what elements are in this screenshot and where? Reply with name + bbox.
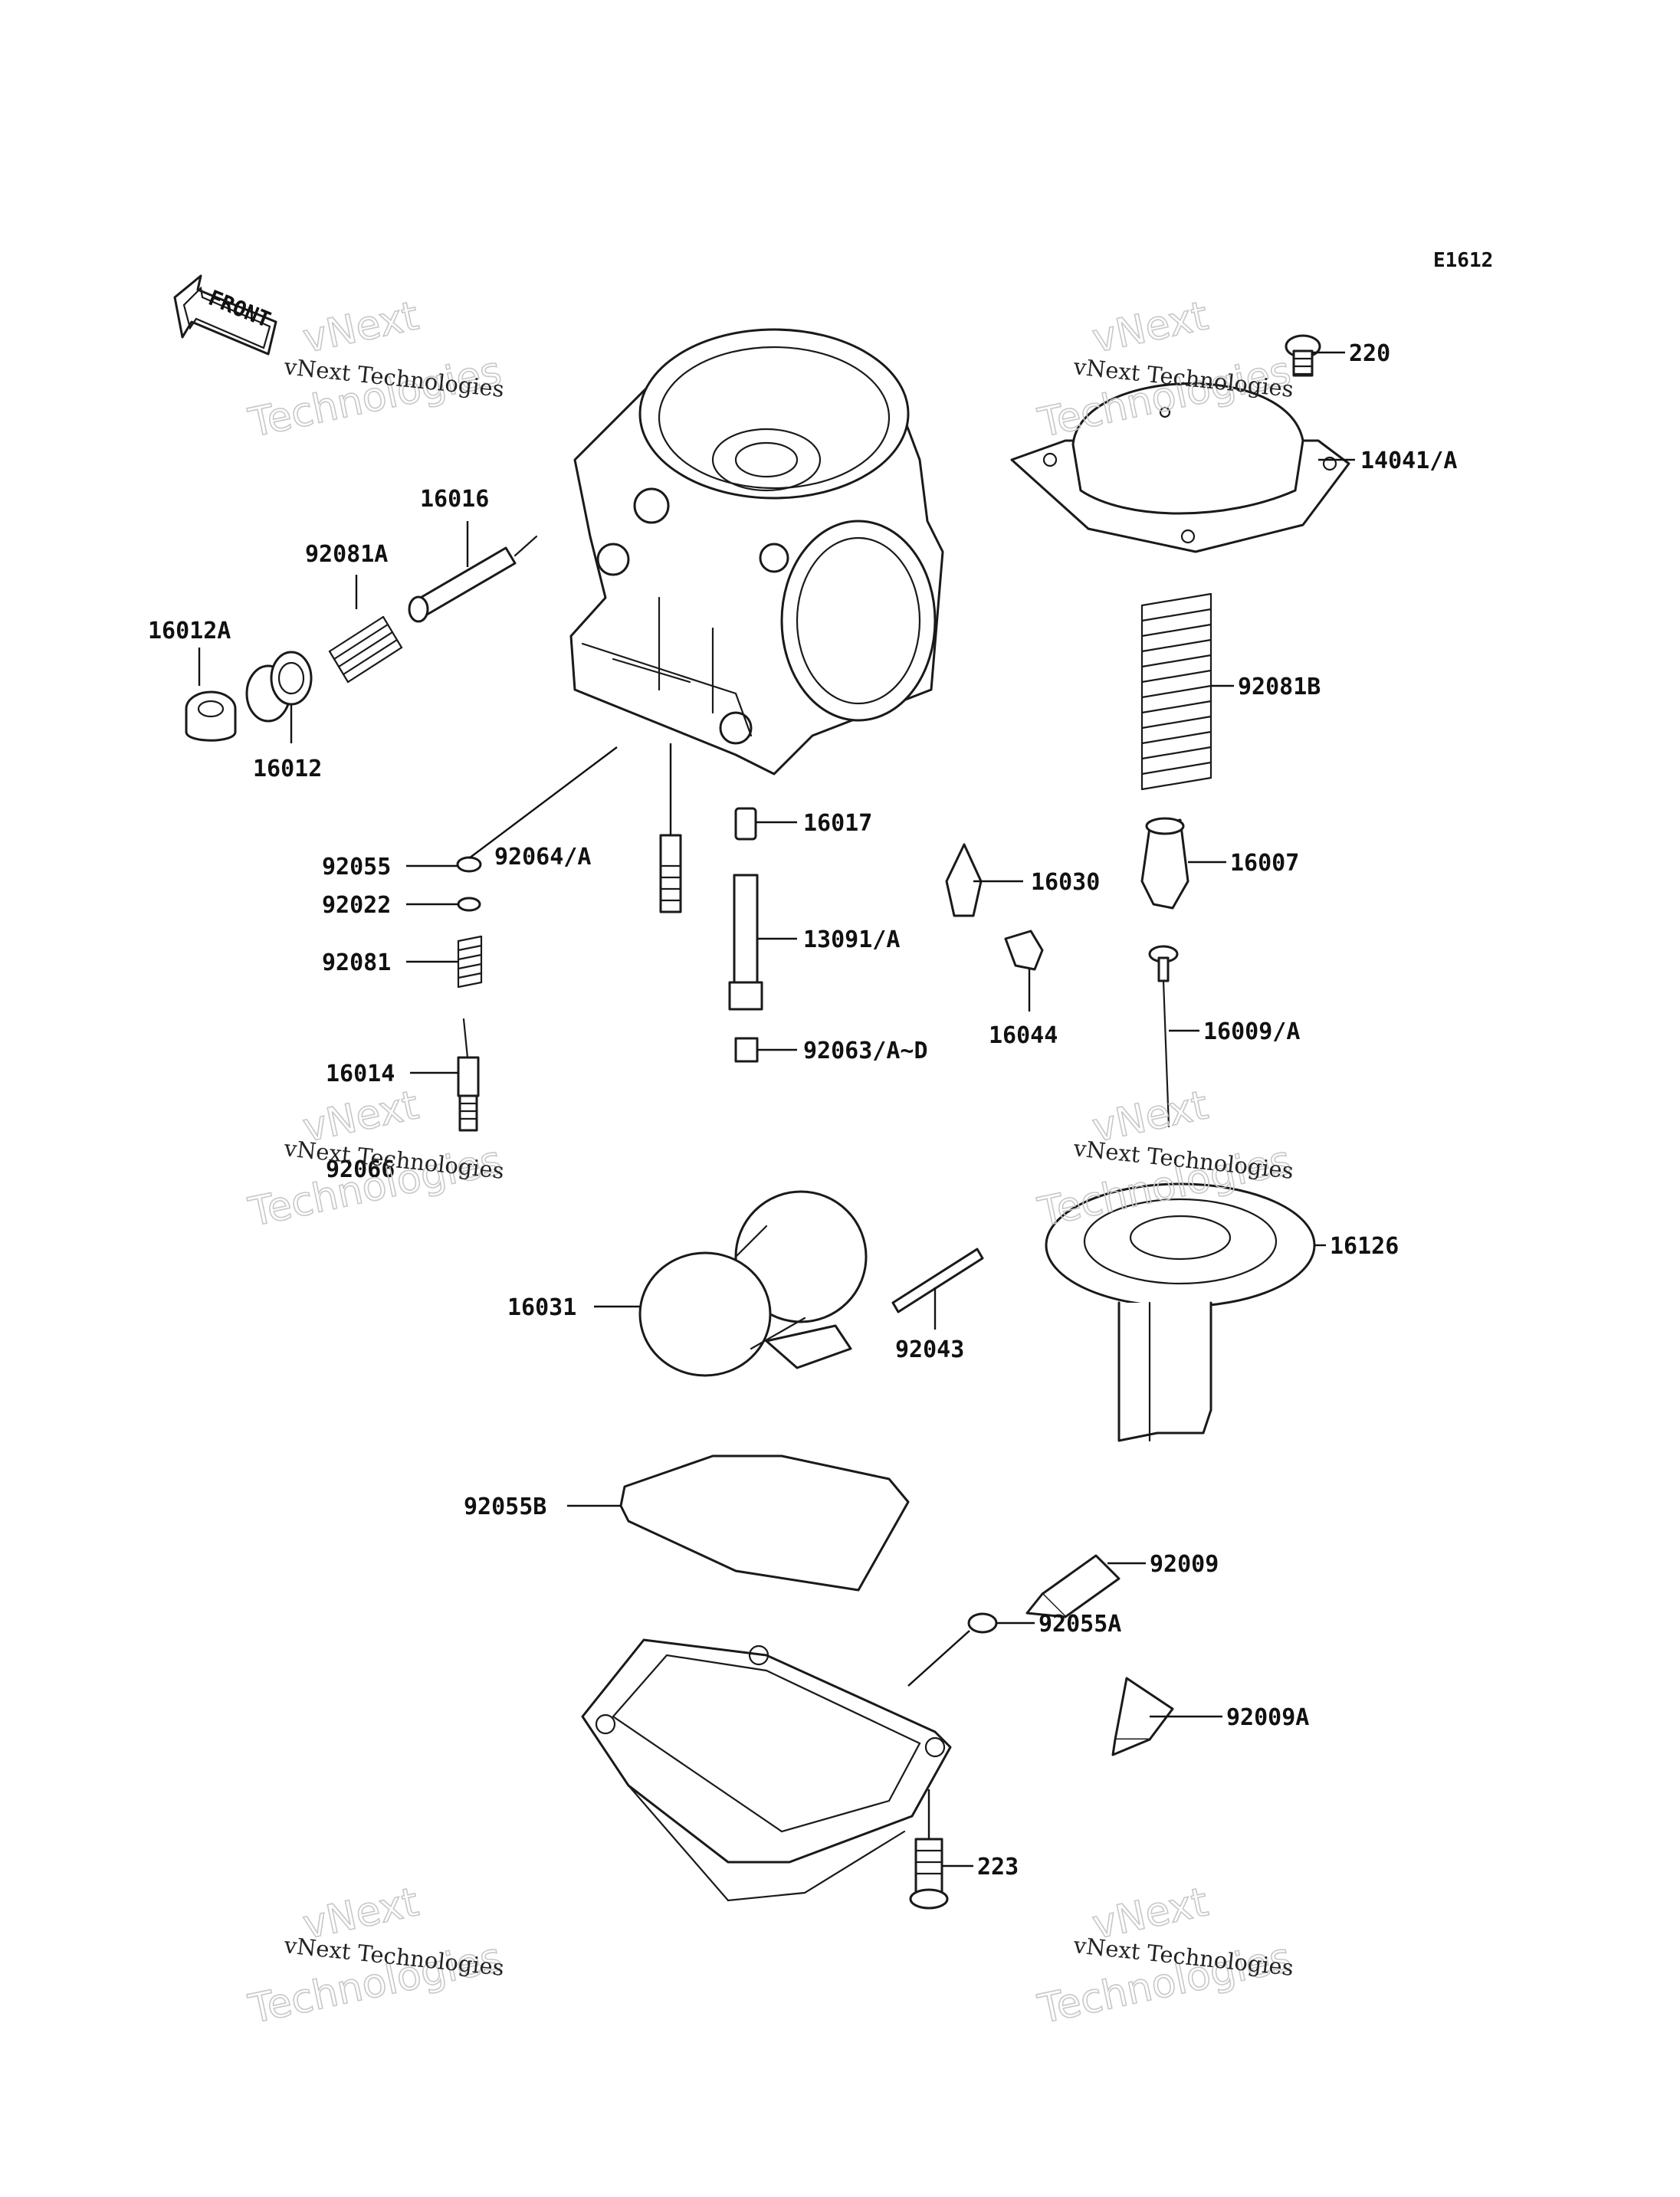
screw-92009a: [1111, 1677, 1174, 1756]
jet-16017: [734, 807, 757, 841]
leader-lines: [198, 351, 1355, 1867]
label-16016: 16016: [420, 486, 489, 513]
label-92022: 92022: [322, 892, 391, 919]
float-valve-16030: [945, 843, 983, 917]
clip-16044: [1004, 930, 1044, 971]
needle-jet-13091: [728, 874, 763, 1011]
label-92043: 92043: [895, 1336, 964, 1363]
main-jet-92063: [734, 1037, 759, 1063]
label-92055: 92055: [322, 854, 391, 880]
front-arrow-icon: FRONT: [173, 274, 277, 356]
top-cover: [1010, 382, 1350, 553]
diaphragm-16126: [1045, 1182, 1316, 1442]
pilot-jet-92064: [659, 834, 682, 913]
label-16030: 16030: [1031, 869, 1100, 896]
label-13091: 13091/A: [803, 926, 900, 953]
label-16031: 16031: [507, 1294, 576, 1321]
float-bowl: [581, 1638, 952, 1902]
label-16014: 16014: [326, 1061, 395, 1087]
watermark-big-line1: vNext: [299, 293, 422, 362]
label-92009a: 92009A: [1226, 1704, 1309, 1731]
jet-needle-16009: [1148, 945, 1179, 1128]
label-16017: 16017: [803, 810, 872, 837]
o-ring-92055: [456, 856, 482, 873]
watermark-bottom-right: vNext Technologies vNext Technologies: [1033, 1879, 1295, 2034]
label-92064: 92064/A: [494, 844, 591, 871]
label-16009: 16009/A: [1203, 1018, 1300, 1045]
label-92066: 92066: [326, 1156, 395, 1183]
float-16031: [638, 1190, 868, 1377]
washer-92022: [457, 897, 481, 912]
cover-screw: [1285, 334, 1321, 377]
needle-holder-16007: [1140, 817, 1189, 910]
gasket-92055b: [619, 1454, 910, 1592]
label-92081b: 92081B: [1238, 674, 1321, 700]
diagram-code: E1612: [1433, 249, 1493, 272]
pin-92043: [891, 1248, 984, 1313]
label-92055a: 92055A: [1039, 1611, 1121, 1638]
spring-92081: [457, 935, 483, 989]
pilot-screw-16016: [408, 535, 538, 623]
spring-92081b: [1140, 592, 1212, 791]
label-92009: 92009: [1150, 1551, 1219, 1578]
label-92055b: 92055B: [464, 1494, 546, 1520]
label-16044: 16044: [989, 1022, 1058, 1049]
watermark-bottom-left: vNext Technologies vNext Technologies: [244, 1879, 506, 2034]
watermark-big-line1: vNext: [1088, 293, 1212, 362]
label-92081: 92081: [322, 949, 391, 976]
screw-223: [909, 1838, 949, 1910]
cap-16012a: [185, 690, 237, 742]
mixture-screw-16014: [457, 1018, 480, 1132]
label-16012a: 16012A: [148, 618, 231, 644]
label-92081a: 92081A: [305, 541, 388, 568]
watermark-top-left: vNext Technologies vNext Technologies: [244, 293, 506, 448]
label-16126: 16126: [1330, 1233, 1399, 1260]
drain-screw-92009: [1025, 1554, 1121, 1618]
carburetor-body: [569, 328, 944, 776]
label-14041: 14041/A: [1360, 448, 1457, 474]
label-92063: 92063/A~D: [803, 1038, 928, 1064]
spring-92081a: [328, 615, 403, 684]
plug-16012: [245, 651, 313, 723]
label-16012: 16012: [253, 756, 322, 782]
o-ring-92055a: [967, 1612, 998, 1634]
label-220: 220: [1349, 340, 1390, 367]
label-223: 223: [977, 1854, 1019, 1881]
label-16007: 16007: [1230, 850, 1299, 877]
